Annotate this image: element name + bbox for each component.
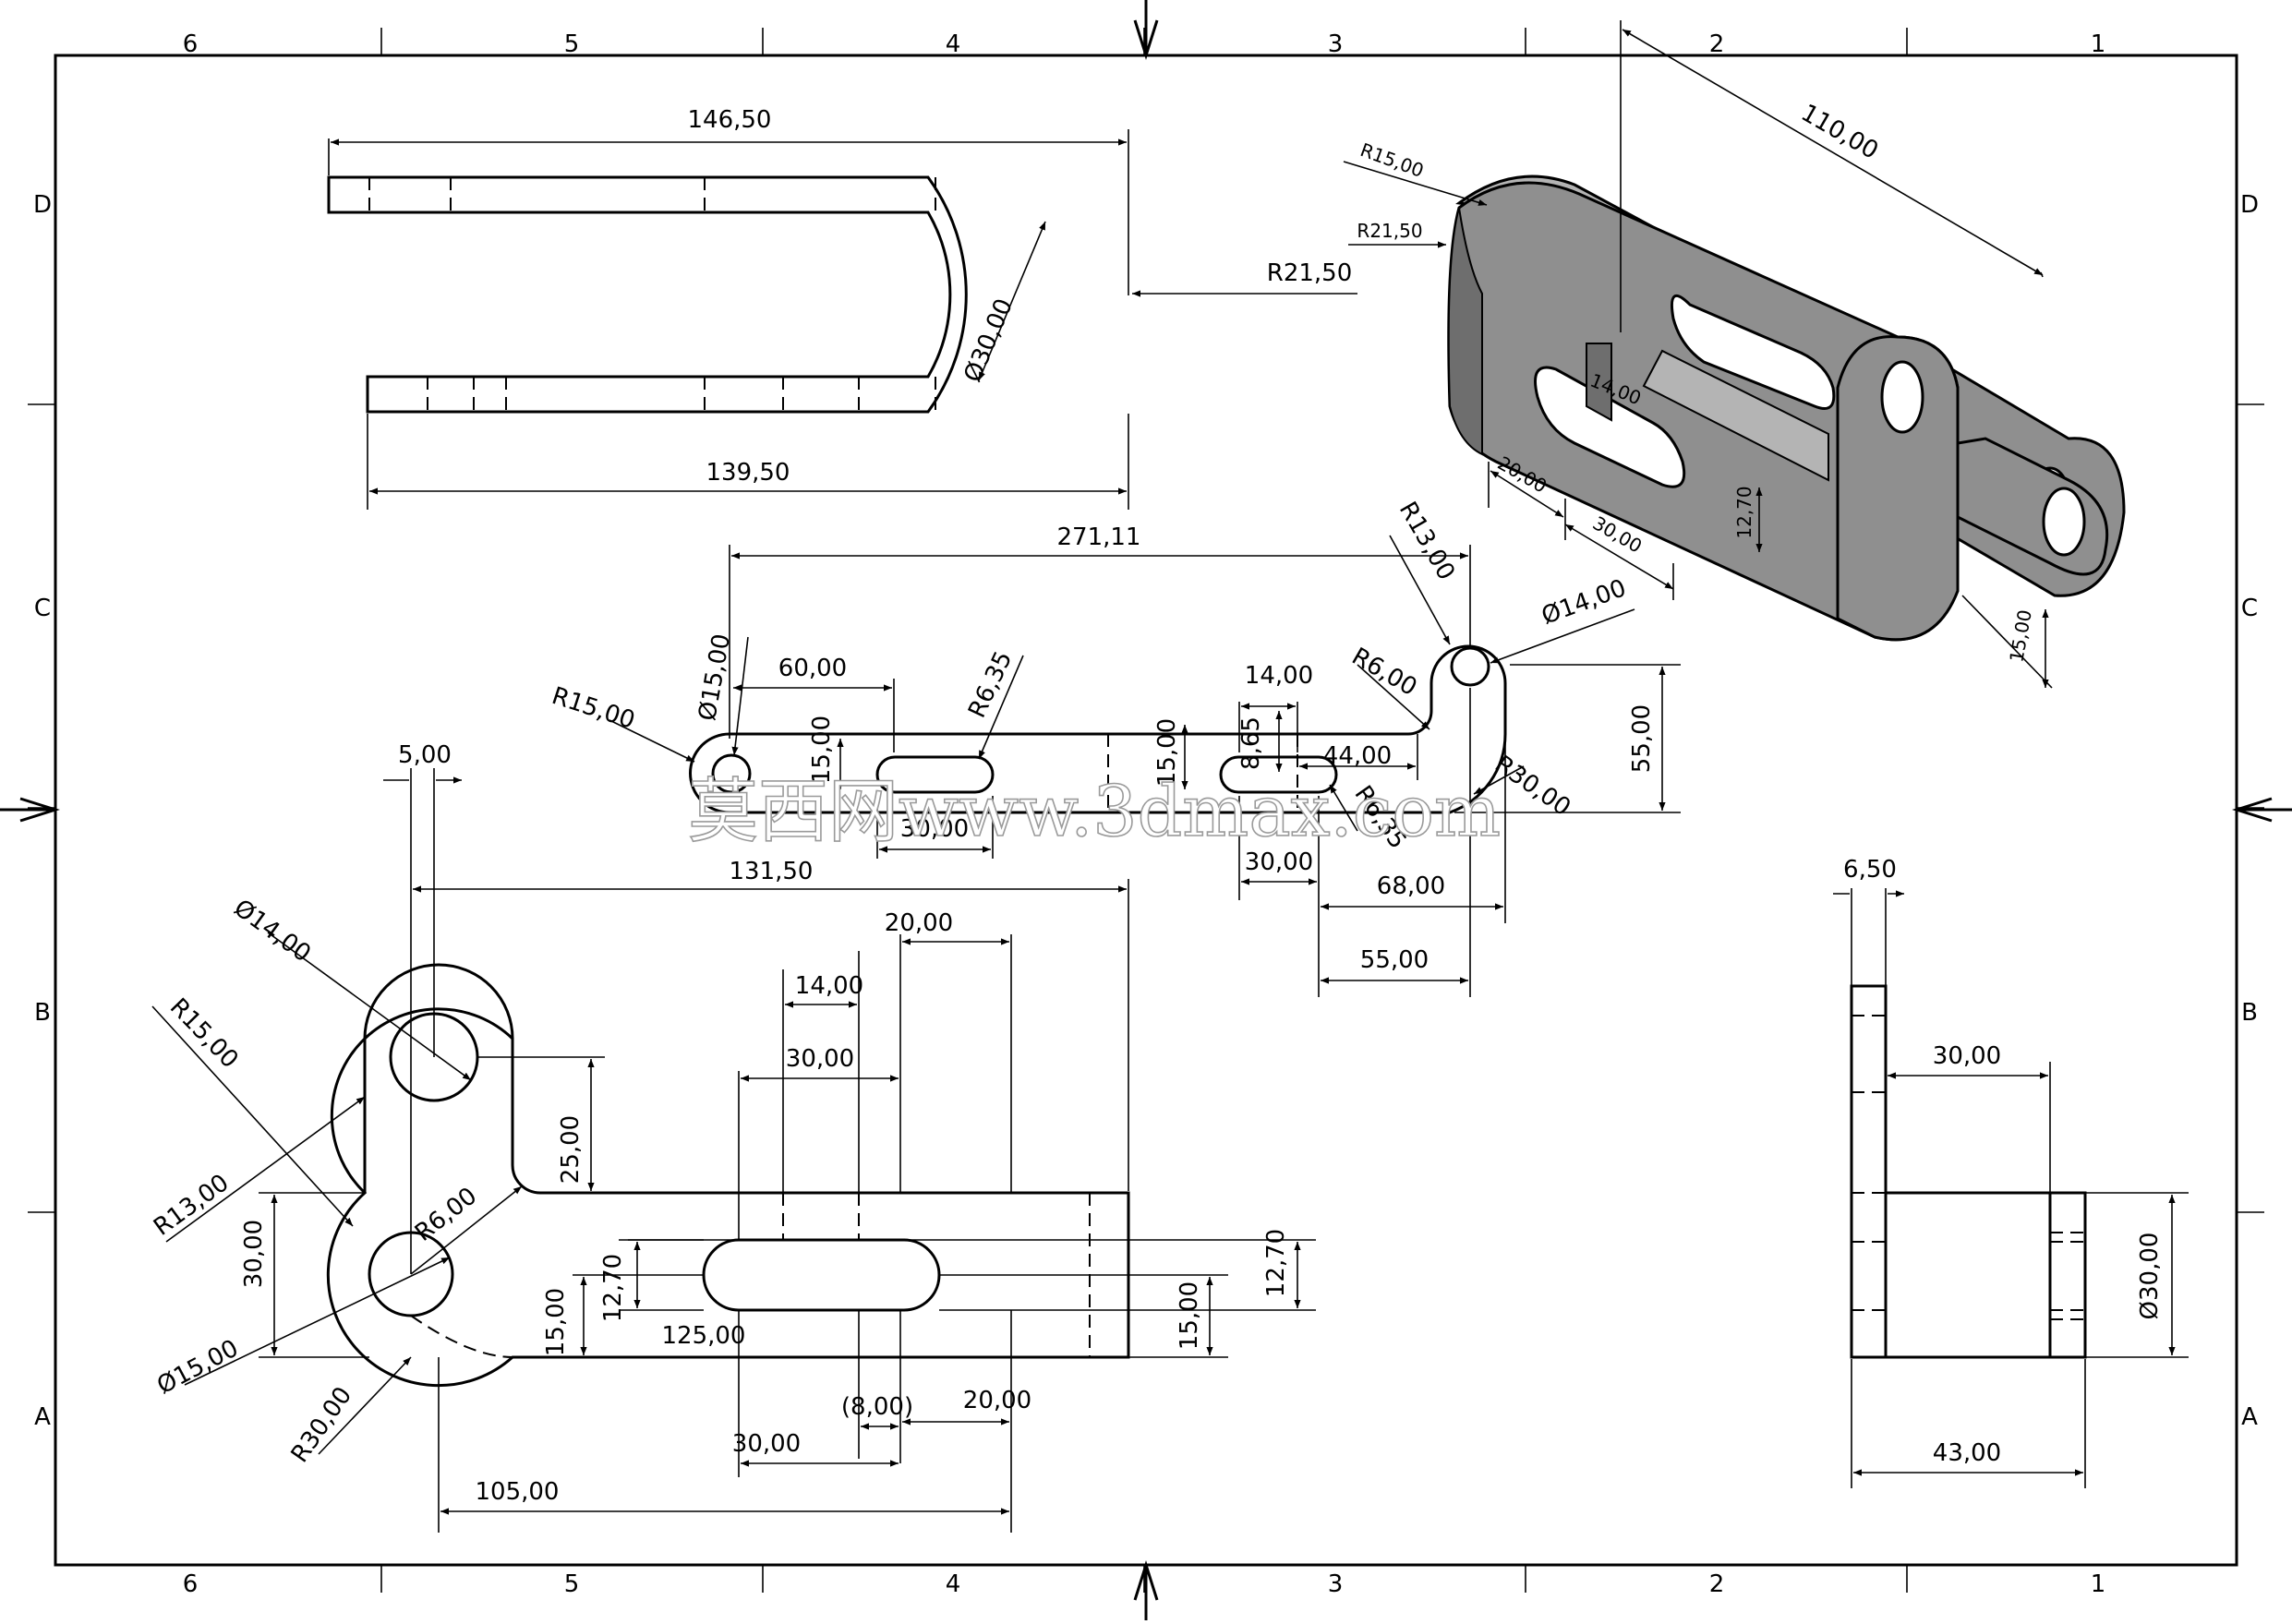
zone-col-3-bottom: 3 bbox=[1328, 1570, 1344, 1598]
dim-flat-44: 44,00 bbox=[1323, 742, 1392, 770]
dim-front-12-70-right: 12,70 bbox=[1262, 1229, 1290, 1297]
dim-flat-r6: R6,00 bbox=[1347, 643, 1422, 702]
dim-flat-30-lower: 30,00 bbox=[1245, 848, 1313, 876]
dim-flat-8-65: 8,65 bbox=[1237, 716, 1265, 770]
zone-col-2-top: 2 bbox=[1709, 30, 1725, 58]
flat-pattern-view: 271,11 R13,00 Ø14,00 Ø15,00 60,00 R6,35 … bbox=[549, 497, 1681, 997]
dim-front-25: 25,00 bbox=[557, 1115, 585, 1184]
zone-col-4-top: 4 bbox=[946, 30, 961, 58]
dim-front-30-top: 30,00 bbox=[786, 1045, 854, 1073]
zone-labels: 6 5 4 3 2 1 6 5 4 3 2 1 D C B A D C B A bbox=[33, 30, 2259, 1598]
dim-side-43: 43,00 bbox=[1933, 1439, 2001, 1467]
dim-flat-55-v: 55,00 bbox=[1628, 704, 1656, 773]
zone-col-6-bottom: 6 bbox=[183, 1570, 199, 1598]
dim-front-30-bottom: 30,00 bbox=[732, 1430, 801, 1458]
dim-front-r6: R6,00 bbox=[410, 1182, 482, 1246]
dim-flat-60: 60,00 bbox=[778, 655, 847, 682]
top-view: 146,50 139,50 Ø30,00 R21,50 bbox=[327, 106, 1357, 510]
dim-front-30-left: 30,00 bbox=[240, 1220, 268, 1288]
dim-front-20-bottom: 20,00 bbox=[963, 1387, 1031, 1414]
watermark-text: 莫西网www.3dmax.com bbox=[688, 770, 1501, 852]
dim-iso-15: 15,00 bbox=[2005, 608, 2036, 665]
zone-col-4-bottom: 4 bbox=[946, 1570, 961, 1598]
zone-col-1-bottom: 1 bbox=[2091, 1570, 2106, 1598]
zone-row-b-right: B bbox=[2241, 999, 2258, 1027]
dim-flat-r15: R15,00 bbox=[549, 682, 638, 735]
dim-side-30: 30,00 bbox=[1933, 1042, 2001, 1070]
dim-front-5: 5,00 bbox=[398, 741, 452, 769]
zone-row-b-left: B bbox=[34, 999, 51, 1027]
zone-row-d-left: D bbox=[33, 191, 52, 219]
dim-flat-dia-14: Ø14,00 bbox=[1538, 574, 1630, 631]
zone-col-6-top: 6 bbox=[183, 30, 199, 58]
zone-row-d-right: D bbox=[2240, 191, 2259, 219]
dim-front-dia-15: Ø15,00 bbox=[152, 1334, 243, 1400]
dim-top-dia-30: Ø30,00 bbox=[959, 295, 1019, 386]
dim-front-105: 105,00 bbox=[476, 1478, 560, 1506]
dim-iso-12-70: 12,70 bbox=[1733, 486, 1755, 538]
zone-col-5-bottom: 5 bbox=[564, 1570, 580, 1598]
zone-row-a-right: A bbox=[2241, 1403, 2258, 1431]
zone-col-5-top: 5 bbox=[564, 30, 580, 58]
dim-flat-30-slot: 30,00 bbox=[900, 815, 969, 843]
dim-flat-14: 14,00 bbox=[1245, 662, 1313, 690]
iso-front-lug bbox=[1836, 335, 1960, 642]
dim-front-r13: R13,00 bbox=[149, 1169, 234, 1242]
dim-front-dia-14: Ø14,00 bbox=[228, 895, 315, 968]
side-view: 6,50 30,00 Ø30,00 43,00 bbox=[1833, 856, 2189, 1488]
dim-flat-271-11: 271,11 bbox=[1057, 523, 1141, 551]
iso-view: 110,00 R15,00 R21,50 14,00 20,00 30,00 1… bbox=[1343, 20, 2126, 689]
dim-top-139-50: 139,50 bbox=[706, 459, 790, 487]
dim-flat-r6-35-a: R6,35 bbox=[963, 647, 1018, 723]
zone-row-c-left: C bbox=[34, 595, 51, 622]
dim-front-15-left: 15,00 bbox=[542, 1288, 570, 1356]
dim-front-12-70-left: 12,70 bbox=[599, 1254, 627, 1322]
zone-col-1-top: 1 bbox=[2091, 30, 2106, 58]
dim-front-15-right: 15,00 bbox=[1176, 1281, 1203, 1350]
dim-flat-55-h: 55,00 bbox=[1360, 946, 1429, 974]
dim-flat-r13: R13,00 bbox=[1393, 497, 1460, 584]
dim-flat-131-50: 131,50 bbox=[730, 858, 814, 885]
zone-row-a-left: A bbox=[34, 1403, 51, 1431]
dim-front-125: 125,00 bbox=[662, 1322, 746, 1350]
front-view-outline bbox=[326, 1007, 1130, 1388]
dim-iso-110: 110,00 bbox=[1796, 99, 1883, 164]
dim-flat-15-a: 15,00 bbox=[808, 716, 836, 784]
dim-side-dia-30: Ø30,00 bbox=[2136, 1233, 2164, 1320]
dim-flat-68: 68,00 bbox=[1377, 872, 1445, 900]
top-view-outline bbox=[327, 175, 968, 414]
dim-flat-r30: R30,00 bbox=[1490, 751, 1575, 823]
zone-row-c-right: C bbox=[2241, 595, 2258, 622]
dim-flat-15-b: 15,00 bbox=[1153, 718, 1181, 787]
dim-side-6-50: 6,50 bbox=[1843, 856, 1897, 884]
dim-top-r21-50: R21,50 bbox=[1267, 259, 1353, 287]
dim-front-20-top: 20,00 bbox=[885, 909, 953, 937]
zone-col-2-bottom: 2 bbox=[1709, 1570, 1725, 1598]
dim-iso-r15: R15,00 bbox=[1357, 138, 1427, 182]
dim-front-14: 14,00 bbox=[795, 972, 863, 1000]
dim-top-146-50: 146,50 bbox=[688, 106, 772, 134]
dim-front-8-ref: (8,00) bbox=[841, 1393, 913, 1421]
dim-iso-r21-50: R21,50 bbox=[1357, 220, 1422, 242]
zone-col-3-top: 3 bbox=[1328, 30, 1344, 58]
